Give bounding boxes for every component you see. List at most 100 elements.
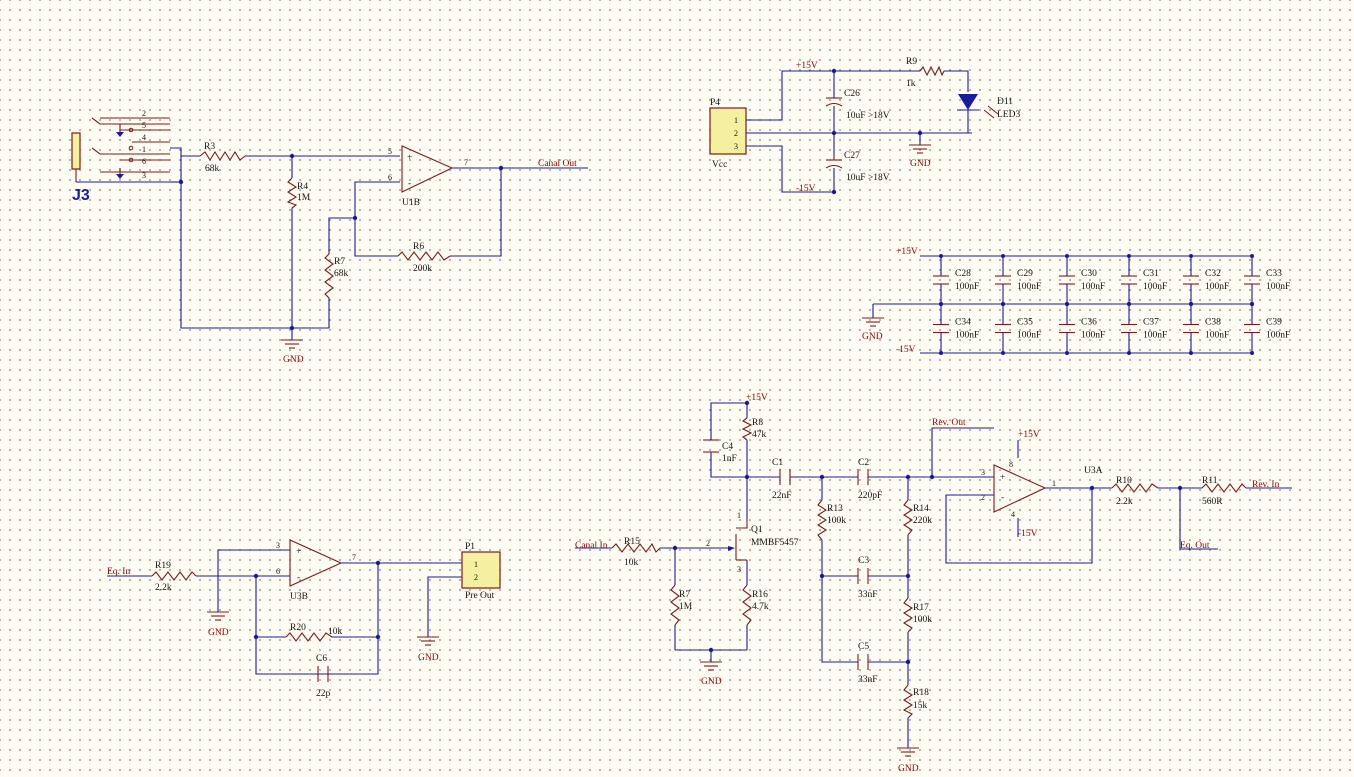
svg-text:100nF: 100nF [955, 282, 979, 292]
svg-text:R14: R14 [913, 504, 929, 514]
svg-text:5: 5 [388, 147, 392, 156]
svg-text:R11: R11 [1202, 476, 1218, 486]
svg-text:33nF: 33nF [858, 590, 878, 600]
j3-pin-6: 6 [142, 157, 146, 166]
svg-text:MMBF5457: MMBF5457 [751, 538, 799, 548]
decoupling-capacitor: C32 100nF [1183, 256, 1229, 304]
opamp-u3b: + - 3 6 7 U3B [276, 539, 356, 602]
svg-text:R7: R7 [679, 590, 690, 600]
svg-text:3: 3 [734, 142, 738, 151]
svg-text:100nF: 100nF [1143, 282, 1167, 292]
svg-text:+15V: +15V [896, 247, 918, 257]
svg-text:U3B: U3B [290, 592, 308, 602]
svg-text:R19: R19 [155, 561, 171, 571]
net-eq-in: Eq. In [107, 567, 130, 577]
svg-text:C30: C30 [1081, 269, 1097, 279]
svg-text:3: 3 [276, 541, 280, 550]
resistor-r14: R14 220k [902, 499, 932, 536]
svg-text:100nF: 100nF [1081, 282, 1105, 292]
svg-text:C2: C2 [858, 458, 869, 468]
svg-text:100k: 100k [827, 516, 846, 526]
j3-pin-4: 4 [142, 133, 146, 142]
opamp-u1b: + - 5 6 7 U1B [388, 145, 468, 208]
svg-text:100nF: 100nF [1205, 282, 1229, 292]
svg-text:R20: R20 [290, 623, 306, 633]
svg-text:C32: C32 [1205, 269, 1221, 279]
resistor-r3: R3 68k [199, 142, 246, 174]
svg-text:1: 1 [474, 560, 478, 569]
svg-text:560R: 560R [1202, 497, 1223, 507]
svg-text:2: 2 [981, 493, 985, 502]
svg-text:D11: D11 [997, 97, 1013, 107]
svg-text:C6: C6 [316, 654, 327, 664]
svg-text:8: 8 [1009, 460, 1013, 469]
gnd-symbol-psu: GND [909, 144, 931, 169]
jfet-q1: Q1 MMBF5457 1 2 3 [706, 511, 799, 574]
svg-text:100nF: 100nF [1081, 331, 1105, 341]
connector-p1: P1 1 2 Pre Out [461, 542, 501, 601]
resistor-r13: R13 100k [816, 499, 846, 541]
resistor-r4: R4 1M [286, 177, 311, 209]
capacitor-c26: C26 10uF >18V [825, 89, 890, 121]
svg-text:GND: GND [862, 332, 883, 342]
svg-text:C39: C39 [1266, 318, 1282, 328]
capacitor-c5: C5 33nF [857, 642, 878, 685]
svg-text:100nF: 100nF [1266, 331, 1290, 341]
svg-text:C3: C3 [858, 556, 869, 566]
resistor-r7-gate: R7 1M [670, 584, 693, 626]
svg-text:R7: R7 [334, 257, 345, 267]
net-canal-in: Canal In [575, 541, 608, 551]
svg-text:10uF >18V: 10uF >18V [846, 173, 890, 183]
svg-text:100nF: 100nF [955, 331, 979, 341]
svg-text:C26: C26 [844, 89, 860, 99]
gnd-symbol-q1: GND [700, 661, 722, 687]
svg-text:R6: R6 [413, 242, 424, 252]
svg-text:R4: R4 [297, 182, 308, 192]
led-d11: D11 LED3 [957, 94, 1020, 120]
svg-text:C5: C5 [858, 642, 869, 652]
capacitor-c6: C6 22p [316, 654, 331, 699]
j3-pin-2: 2 [142, 109, 146, 118]
resistor-r11: R11 560R [1201, 476, 1247, 507]
svg-text:4: 4 [1011, 510, 1015, 519]
svg-text:+15V: +15V [1018, 430, 1040, 440]
resistor-r6: R6 200k [397, 242, 451, 274]
svg-text:R8: R8 [752, 418, 763, 428]
svg-text:C27: C27 [844, 151, 860, 161]
net-canal-out: Canal Out [538, 159, 577, 169]
svg-text:200k: 200k [413, 264, 432, 274]
j3-pin-1: 1 [142, 145, 146, 154]
net-rev-out: Rev. Out [932, 418, 966, 428]
svg-text:P4: P4 [710, 98, 720, 108]
svg-text:C35: C35 [1017, 318, 1033, 328]
svg-text:100nF: 100nF [1143, 331, 1167, 341]
svg-text:7: 7 [464, 158, 468, 167]
capacitor-c1: C1 22nF [772, 458, 792, 501]
svg-text:P1: P1 [465, 542, 475, 552]
svg-text:10uF >18V: 10uF >18V [846, 111, 890, 121]
capacitor-c4: C4 1nF [703, 439, 737, 464]
connector-p4: P4 1 2 3 Vcc [709, 98, 747, 170]
power-wires [746, 68, 972, 195]
gnd-symbol-r18: GND [897, 747, 919, 774]
net-p15-psu: +15V [796, 61, 818, 71]
gnd-symbol-u1b: GND [281, 339, 304, 365]
resistor-r19: R19 2.2k [151, 561, 197, 593]
svg-text:2.2k: 2.2k [155, 583, 172, 593]
svg-text:U3A: U3A [1084, 466, 1103, 476]
net-eq-out: Eq. Out [1180, 541, 1210, 551]
svg-text:1k: 1k [906, 79, 916, 89]
svg-text:6: 6 [388, 173, 392, 182]
svg-text:R17: R17 [913, 603, 929, 613]
svg-text:GND: GND [418, 653, 439, 663]
capacitor-c27: C27 10uF >18V [825, 151, 890, 183]
resistor-r18: R18 15k [902, 684, 929, 719]
svg-text:R3: R3 [204, 142, 215, 152]
svg-text:1M: 1M [297, 193, 311, 203]
svg-text:Vcc: Vcc [712, 160, 727, 170]
svg-text:10k: 10k [624, 558, 639, 568]
